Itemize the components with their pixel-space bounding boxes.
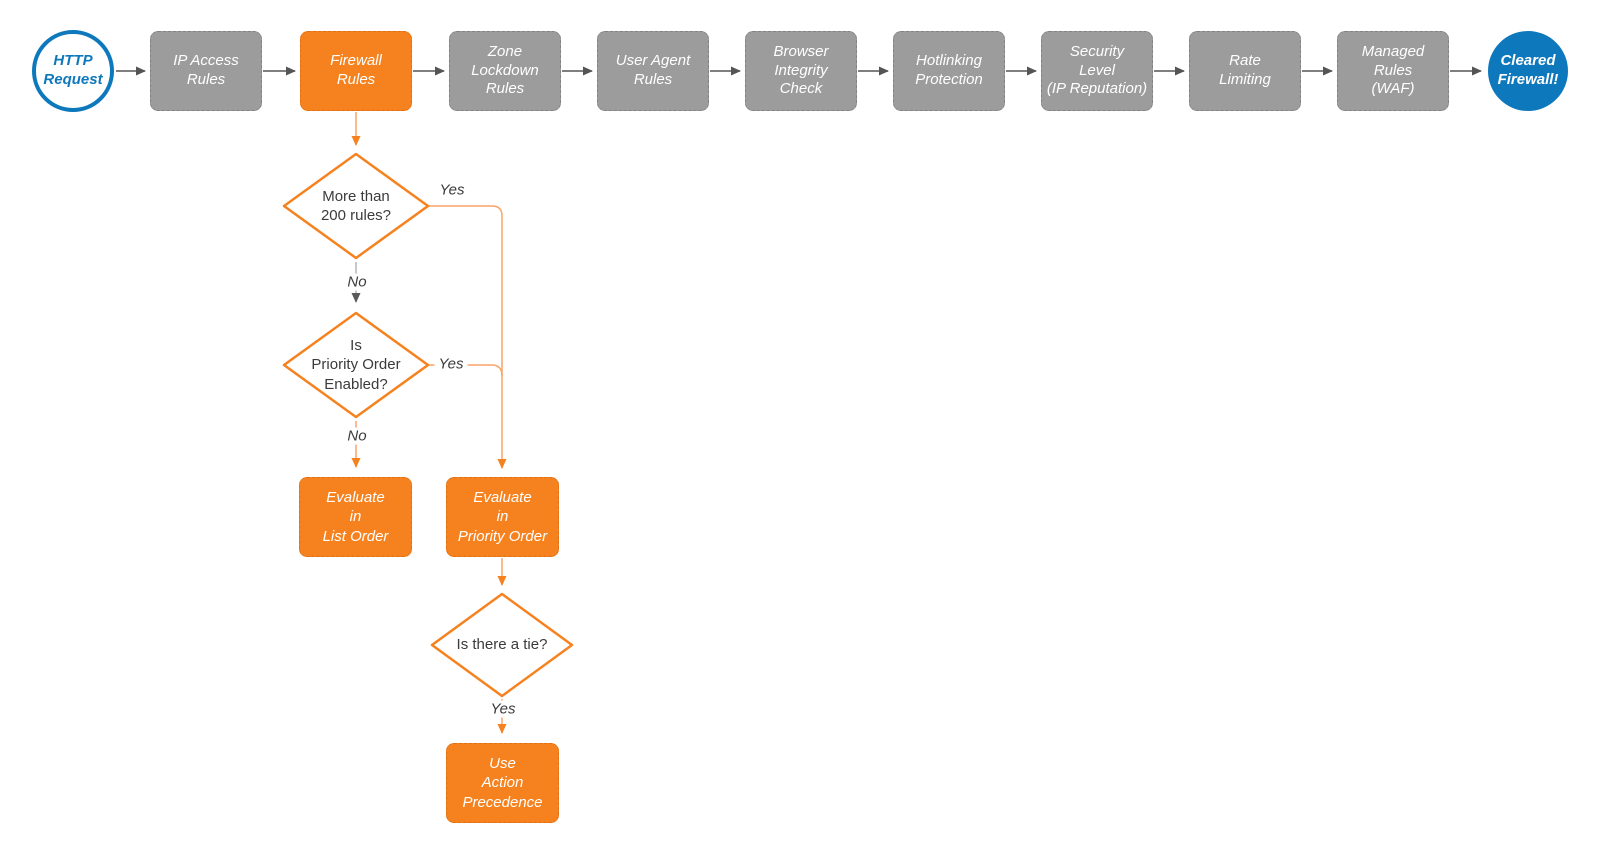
node-label: Browser Integrity Check xyxy=(773,42,829,98)
node-hotlinking-protection: Hotlinking Protection xyxy=(893,31,1005,111)
node-label: Evaluate in Priority Order xyxy=(457,488,548,545)
node-browser-integrity-check: Browser Integrity Check xyxy=(745,31,857,111)
node-ip-access-rules: IP Access Rules xyxy=(150,31,262,111)
node-label: HTTP Request xyxy=(43,52,103,88)
action-evaluate-in-priority-order: Evaluate in Priority Order xyxy=(446,477,559,557)
node-label: Hotlinking Protection xyxy=(915,52,983,88)
node-zone-lockdown-rules: Zone Lockdown Rules xyxy=(449,31,561,111)
edge-label-yes-priority-enabled: Yes xyxy=(434,355,468,373)
edge-label-no-priority-enabled: No xyxy=(343,427,371,445)
node-firewall-rules: Firewall Rules xyxy=(300,31,412,111)
node-label: Firewall Rules xyxy=(330,52,382,88)
node-label: User Agent Rules xyxy=(615,52,691,88)
node-label: Cleared Firewall! xyxy=(1497,52,1559,88)
action-evaluate-in-list-order: Evaluate in List Order xyxy=(299,477,412,557)
diamond-shape xyxy=(282,311,430,419)
decision-label: More than 200 rules? xyxy=(320,187,392,225)
decision-label: Is there a tie? xyxy=(456,636,548,654)
decision-label: Is Priority Order Enabled? xyxy=(311,336,401,393)
decision-more-than-200-rules: More than 200 rules? xyxy=(281,151,431,261)
node-label: Use Action Precedence xyxy=(462,754,543,811)
edge-label-yes-tie: Yes xyxy=(486,700,520,718)
node-label: Managed Rules (WAF) xyxy=(1361,42,1425,98)
node-label: Zone Lockdown Rules xyxy=(471,42,539,98)
edge-label-no-more-than-200: No xyxy=(343,273,371,291)
node-start-http-request: HTTP Request xyxy=(32,30,114,112)
node-label: Rate Limiting xyxy=(1219,52,1271,88)
decision-is-there-a-tie: Is there a tie? xyxy=(429,591,575,699)
node-rate-limiting: Rate Limiting xyxy=(1189,31,1301,111)
edge-label-yes-more-than-200: Yes xyxy=(439,181,465,199)
diamond-shape xyxy=(282,152,430,260)
node-label: Evaluate in List Order xyxy=(322,488,389,545)
node-user-agent-rules: User Agent Rules xyxy=(597,31,709,111)
node-managed-rules-waf: Managed Rules (WAF) xyxy=(1337,31,1449,111)
node-end-cleared-firewall: Cleared Firewall! xyxy=(1488,31,1568,111)
action-use-action-precedence: Use Action Precedence xyxy=(446,743,559,823)
node-label: IP Access Rules xyxy=(173,52,239,88)
diamond-shape xyxy=(430,592,574,698)
node-label: Security Level (IP Reputation) xyxy=(1046,42,1148,98)
decision-priority-order-enabled: Is Priority Order Enabled? xyxy=(281,310,431,420)
node-security-level-ip-reputation: Security Level (IP Reputation) xyxy=(1041,31,1153,111)
